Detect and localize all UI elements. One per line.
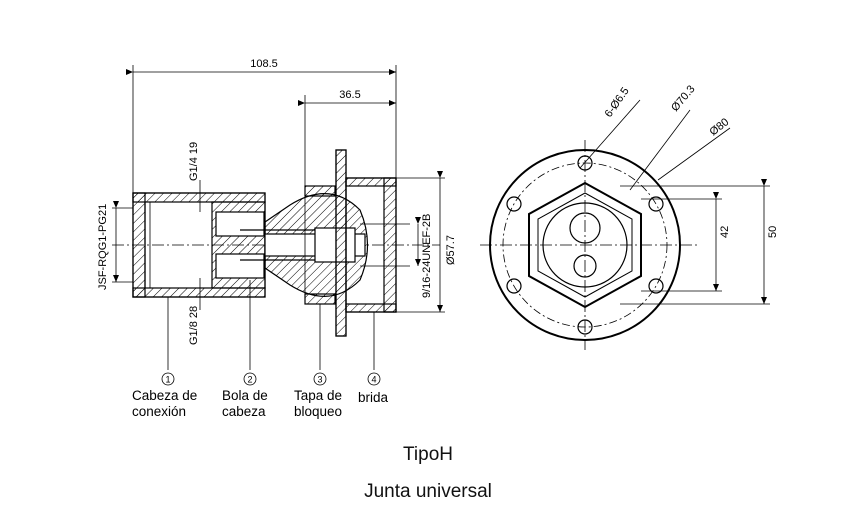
part-callout-4: 4 brida: [358, 372, 389, 405]
caption-type: TipoH: [403, 444, 453, 465]
flange-outline: [489, 149, 681, 341]
part-label-line1: Bola de: [222, 388, 268, 403]
dim-inlet-thread-text: JSF-RQG1-PG21: [97, 204, 109, 290]
dim-flange-length: [298, 95, 396, 186]
bolt-circle: [502, 162, 668, 328]
part-leaders: [167, 280, 375, 370]
dim-body-diameter: [396, 171, 445, 313]
flange: [335, 149, 410, 337]
part-number: 1: [165, 375, 170, 385]
dim-body-diameter-text: Ø57.7: [445, 235, 457, 265]
part-label-line1: brida: [358, 390, 389, 405]
dim-overall-length: [126, 65, 397, 193]
dim-flange-diameter-text: Ø80: [707, 116, 731, 138]
hex-outer: [528, 181, 642, 309]
part-label-line2: conexión: [132, 404, 186, 419]
part-label-line2: bloqueo: [294, 404, 342, 419]
part-callout-2: 2 Bola de cabeza: [222, 372, 268, 419]
part-callout-3: 3 Tapa de bloqueo: [294, 372, 342, 419]
dim-port-top-text: G1/4 19: [188, 142, 200, 181]
bolt-holes: [506, 155, 664, 335]
dim-bolt-circle-text: Ø70.3: [669, 83, 697, 114]
part-callout-1: 1 Cabeza de conexión: [132, 372, 197, 419]
part-number: 4: [371, 375, 376, 385]
port-upper: [569, 212, 601, 244]
diameter-leaders: [579, 99, 731, 191]
body-circle: [542, 202, 628, 288]
port-lower: [573, 254, 597, 278]
part-label-line2: cabeza: [222, 404, 266, 419]
dim-port-bottom-text: G1/8 28: [188, 306, 200, 345]
connection-head: [112, 192, 266, 298]
side-view: [112, 65, 445, 370]
dim-hex-height: [641, 192, 722, 292]
caption-name: Junta universal: [364, 481, 492, 502]
dim-outlet-thread-text: 9/16-24UNEF-2B: [421, 214, 433, 298]
hex-inner: [537, 192, 633, 298]
front-view: [480, 99, 770, 350]
dim-hex-height-text: 42: [719, 226, 731, 238]
dim-flange-length-text: 36.5: [339, 89, 360, 101]
dim-overall-length-text: 108.5: [250, 58, 278, 70]
part-label-line1: Tapa de: [294, 388, 342, 403]
dim-flange-height-text: 50: [767, 226, 779, 238]
part-number: 2: [247, 375, 252, 385]
part-label-line1: Cabeza de: [132, 388, 197, 403]
part-number: 3: [317, 375, 322, 385]
dim-flange-height: [620, 179, 770, 305]
